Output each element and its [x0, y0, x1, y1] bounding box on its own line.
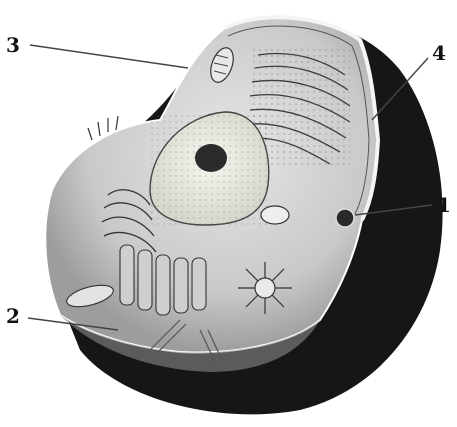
centrosome [238, 262, 292, 314]
lysosome [261, 206, 289, 224]
callout-label-3: 3 [6, 33, 20, 57]
leader-line-3 [30, 45, 188, 68]
callout-label-2: 2 [6, 304, 20, 328]
callout-label-1: 1 [437, 193, 451, 217]
callout-label-4: 4 [432, 41, 446, 65]
nucleolus [195, 144, 227, 172]
vesicle [336, 209, 354, 227]
